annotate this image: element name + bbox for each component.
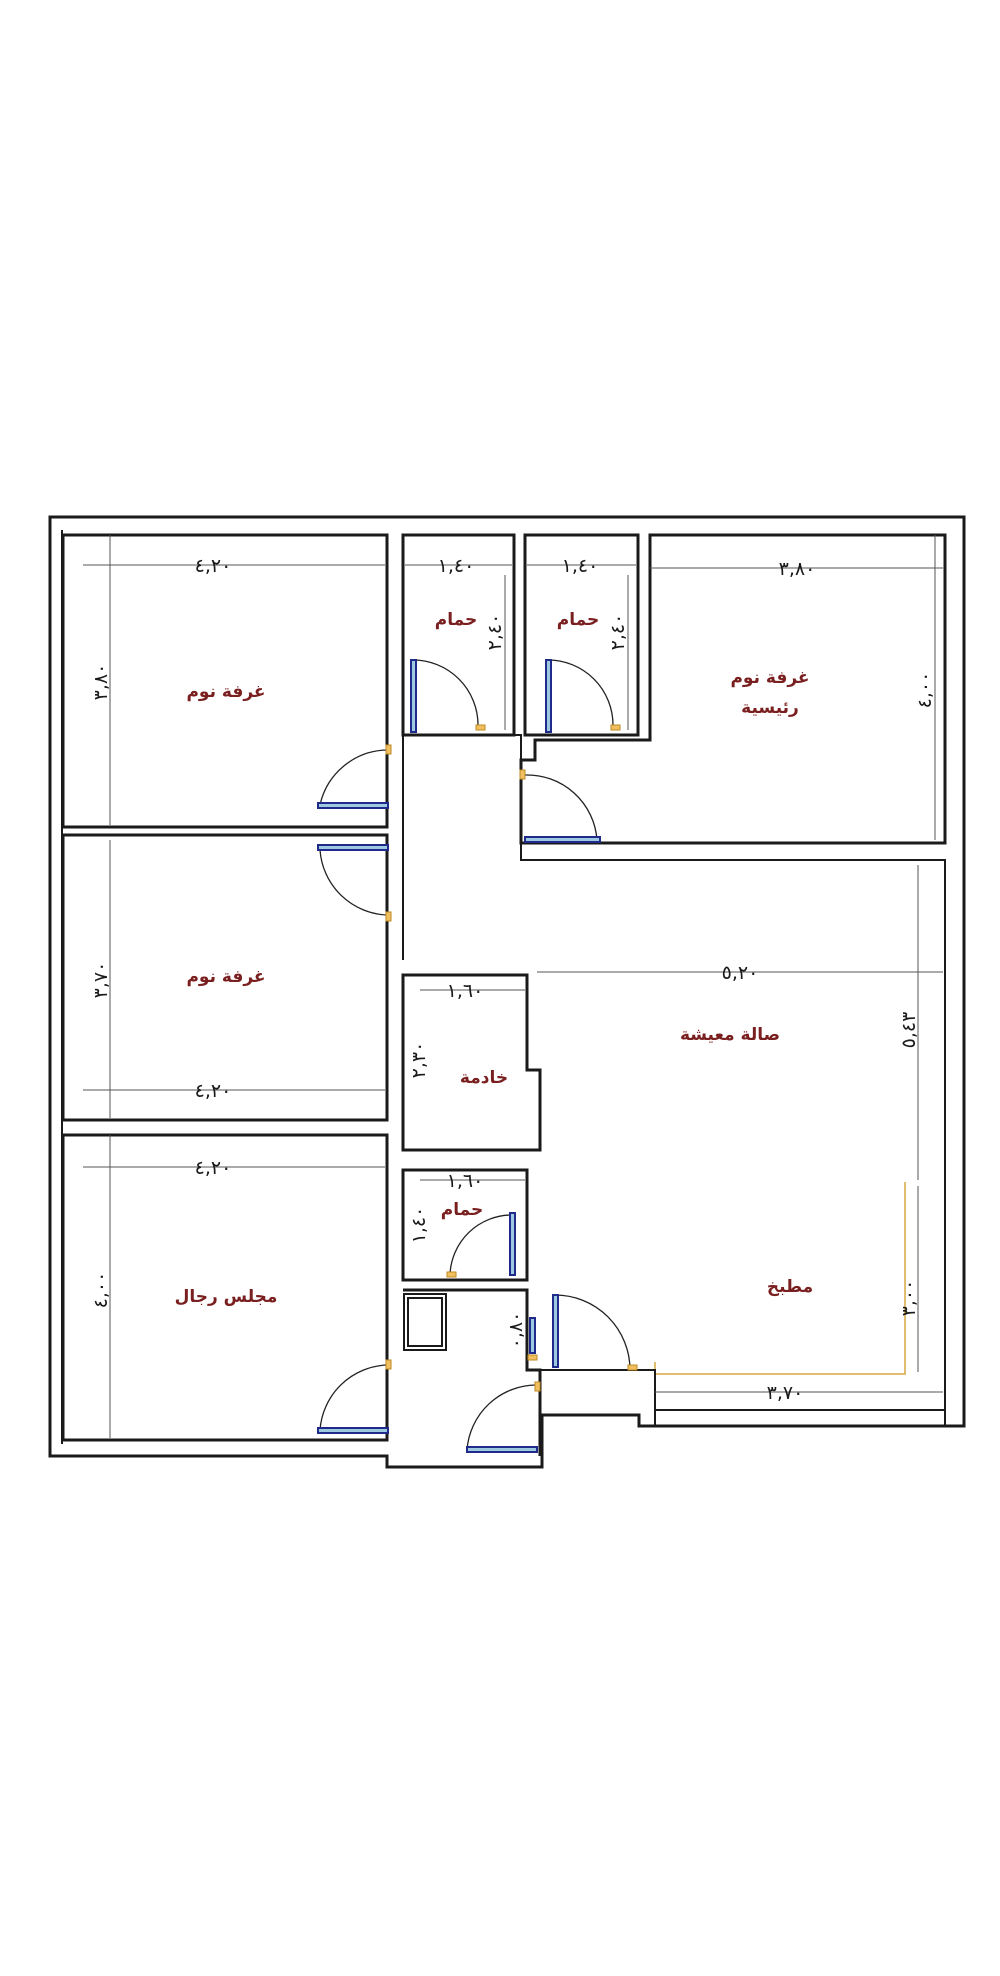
corridor-walls [403,734,946,1411]
bedroom-middle-left-walls [61,833,389,1122]
label-master-bedroom-2: رئيسية [741,698,799,718]
dim-kitchen-w: ٣,٧٠ [767,1382,804,1404]
outer-wall [48,515,966,1469]
dim-bedroom-top-left-w: ٤,٢٠ [195,555,232,577]
label-bath1: حمام [435,610,478,630]
door-bath3[interactable] [446,1212,516,1278]
door-bath2[interactable] [545,659,621,733]
bath2-walls [523,533,640,737]
dim-corridor-w: ٠,٨٠ [505,1312,527,1349]
dim-bedroom-top-left-h: ٣,٨٠ [90,664,112,701]
door-master-bedroom[interactable] [519,769,601,843]
door-lobby[interactable] [466,1381,541,1453]
kitchen-outline [654,1182,906,1375]
door-majlis[interactable] [317,1359,392,1434]
dim-bath1-w: ١,٤٠ [438,555,475,577]
door-bath1[interactable] [410,659,486,733]
label-men-majlis: مجلس رجال [175,1287,278,1307]
dim-living-h: ٥,٤٣ [898,1012,920,1049]
dim-bath2-w: ١,٤٠ [562,555,599,577]
label-bedroom-top-left: غرفة نوم [186,682,265,702]
dim-maid-w: ١,٦٠ [447,980,484,1002]
shaft-box-inner [407,1297,443,1347]
dim-kitchen-h: ٣,٠٠ [898,1280,920,1317]
dim-majlis-h: ٤,٠٠ [90,1272,112,1309]
label-bedroom-middle-left: غرفة نوم [186,967,265,987]
dim-master-w: ٣,٨٠ [779,558,816,580]
door-kitchen[interactable] [552,1294,638,1371]
label-living-hall: صالة معيشة [680,1025,780,1045]
dim-bath3-h: ١,٤٠ [408,1207,430,1244]
label-bath3: حمام [441,1200,484,1220]
label-maid-room: خادمة [460,1068,508,1088]
maid-room-walls [401,973,542,1152]
label-kitchen: مطبخ [767,1277,813,1297]
bath3-walls [401,1168,529,1282]
dim-bath2-h: ٢,٤٠ [607,614,629,651]
door-bedroom-top-left[interactable] [317,744,392,809]
dim-bath3-w: ١,٦٠ [447,1170,484,1192]
dim-living-w: ٥,٢٠ [722,962,759,984]
dim-bedroom-mid-w: ٤,٢٠ [195,1080,232,1102]
master-bedroom-walls [519,533,947,845]
label-master-bedroom-1: غرفة نوم [730,668,809,688]
majlis-walls [61,1133,389,1442]
door-bedroom-middle-left[interactable] [317,844,392,922]
dimension-lines [83,535,943,1438]
bedroom-top-left-walls [61,533,389,829]
door-corridor-small[interactable] [527,1317,538,1361]
dim-bedroom-mid-h: ٣,٧٠ [90,962,112,999]
dim-master-h: ٤,٠٠ [914,672,936,709]
dim-maid-h: ٢,٣٠ [408,1042,430,1079]
lobby-walls [403,1288,542,1456]
dim-bath1-h: ٢,٤٠ [484,614,506,651]
dim-majlis-w: ٤,٢٠ [195,1157,232,1179]
kitchen-wall [540,1369,656,1426]
shaft-box [403,1293,447,1351]
label-bath2: حمام [557,610,600,630]
